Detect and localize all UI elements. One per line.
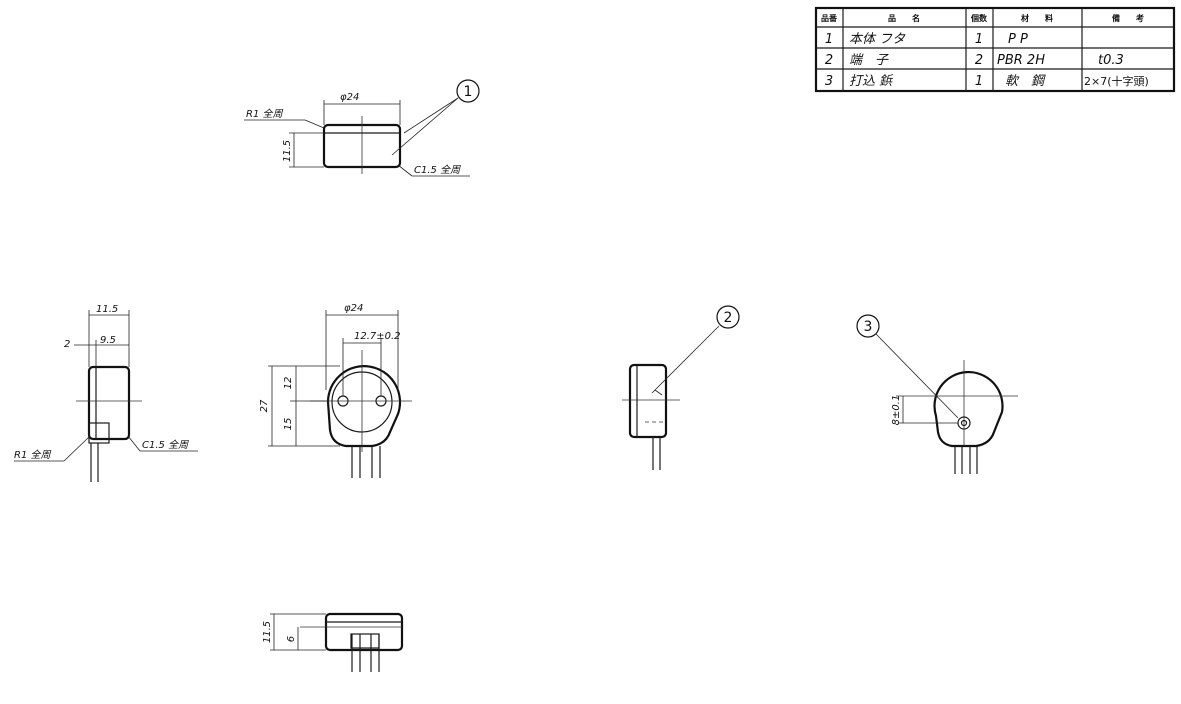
section-view: 2 [622, 305, 740, 470]
table-cell-qty: 1 [975, 74, 983, 89]
note-radius: R1 全周 [14, 449, 51, 461]
dim-inner-depth: 9.5 [100, 335, 116, 346]
balloon-1-label: 1 [464, 84, 473, 100]
side-terminal-block [88, 422, 110, 444]
bottom-terminal-block [350, 633, 380, 649]
balloon-3 [856, 314, 880, 338]
dim-diameter: φ24 [344, 303, 363, 314]
dim-lower: 15 [283, 418, 294, 431]
table-cell-no: 2 [825, 53, 833, 68]
leader-line [875, 333, 959, 419]
note-chamfer: C1.5 全周 [142, 439, 189, 451]
balloon-1 [456, 79, 480, 103]
dim-total-height: 27 [259, 399, 270, 412]
front-view: φ24 12.7±0.2 27 12 15 [259, 303, 412, 478]
table-cell-remarks: 2×7(十字頭) [1084, 74, 1149, 88]
leader-line [127, 435, 141, 452]
table-cell-name: 端 子 [849, 53, 889, 68]
dim-height: 11.5 [262, 621, 273, 643]
table-cell-qty: 1 [975, 32, 983, 47]
table-header-qty: 個数 [970, 13, 988, 23]
rivet-inner [960, 419, 968, 427]
balloon-2 [716, 305, 740, 329]
table-header-remarks: 備 考 [1112, 13, 1144, 23]
dim-pin-height: 6 [286, 636, 297, 642]
balloon-3-label: 3 [864, 319, 873, 335]
dim-pitch: 12.7±0.2 [354, 331, 401, 342]
bottom-view: 11.5 6 [262, 612, 404, 672]
balloon-2-label: 2 [724, 310, 733, 326]
right-body [933, 371, 1004, 448]
table-cell-name: 本体 フタ [849, 32, 906, 47]
right-view: 8±0.1 3 [856, 314, 1018, 474]
table-cell-remarks: t0.3 [1098, 53, 1124, 68]
leader-line [391, 97, 459, 156]
table-header-no: 品番 [821, 13, 838, 23]
leader-line [651, 325, 720, 394]
section-body [628, 363, 668, 439]
table-header-material: 材 料 [1021, 13, 1053, 23]
table-cell-material: 軟 鋼 [1005, 74, 1046, 89]
dim-height: 11.5 [282, 140, 293, 162]
front-body [326, 365, 402, 448]
dim-offset: 2 [64, 339, 70, 350]
top-view: φ24 11.5 R1 全周 C1.5 全周 1 [244, 79, 480, 177]
section-terminal-edge [654, 389, 663, 396]
note-radius: R1 全周 [246, 108, 283, 120]
table-cell-material: PBR 2H [997, 53, 1045, 68]
dim-depth: 11.5 [96, 304, 118, 315]
table-cell-material: P P [1008, 32, 1028, 47]
leader-line [304, 119, 325, 129]
table-header-name: 品 名 [888, 13, 920, 23]
dim-pin-offset: 8±0.1 [891, 395, 902, 426]
table-cell-no: 3 [825, 74, 833, 89]
bottom-body [324, 612, 404, 652]
leader-line [397, 164, 413, 177]
table-cell-no: 1 [825, 32, 833, 47]
note-chamfer: C1.5 全周 [414, 164, 461, 176]
parts-table-border [814, 6, 1176, 93]
table-cell-name: 打込 鋲 [849, 74, 894, 89]
dim-diameter: φ24 [340, 92, 359, 103]
leader-line [403, 97, 459, 134]
parts-table: 品番 品 名 個数 材 料 備 考 1 本体 フタ 1 P P 2 端 子 2 … [814, 6, 1176, 93]
dim-upper: 12 [283, 377, 294, 390]
leader-line [63, 435, 91, 462]
side-view: 11.5 2 9.5 R1 全周 C1.5 全周 [14, 304, 198, 482]
table-cell-qty: 2 [975, 53, 983, 68]
